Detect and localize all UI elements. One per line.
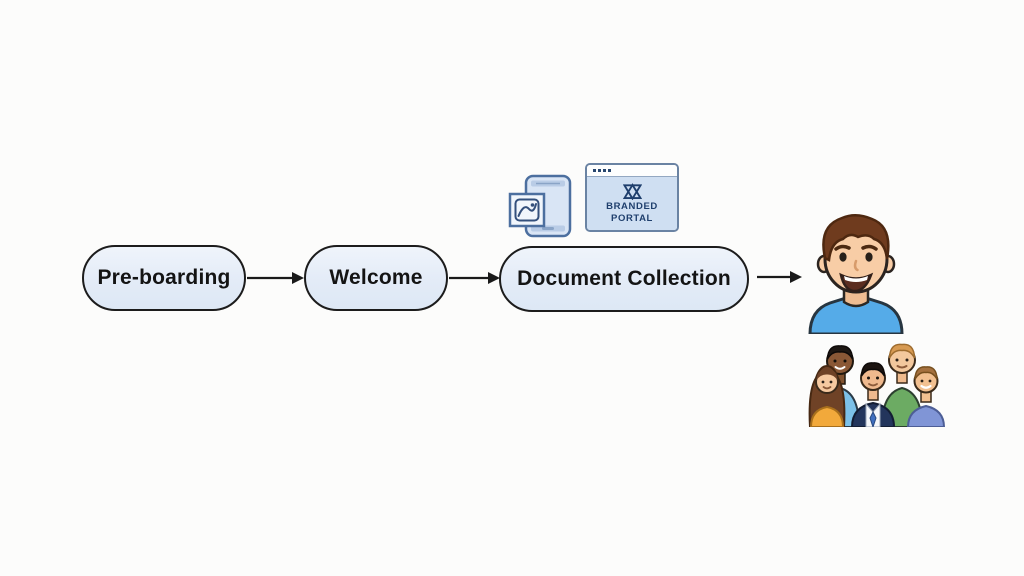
mobile-photo-capture-icon: [508, 174, 572, 238]
portal-label-line2: PORTAL: [611, 213, 653, 224]
flow-step-document-collection: Document Collection: [499, 246, 749, 312]
branded-portal-window-icon: BRANDED PORTAL: [585, 163, 679, 232]
portal-label-line1: BRANDED: [606, 200, 658, 212]
group-person-periwinkle-shirt: [906, 366, 946, 427]
flow-arrow-3: [757, 271, 802, 283]
flow-step-label: Pre-boarding: [97, 266, 231, 289]
company-logo-knot-icon: [622, 182, 642, 200]
new-hire-man-illustration: [808, 214, 904, 334]
man-hair: [822, 214, 890, 262]
team-group-illustration: [808, 343, 946, 427]
flow-arrow-2: [449, 272, 500, 284]
flow-step-label: Document Collection: [517, 267, 731, 290]
group-person-orange-top-woman: [808, 364, 846, 427]
browser-content: BRANDED PORTAL: [587, 177, 677, 230]
window-dot-icon: [603, 169, 606, 172]
browser-titlebar: [587, 165, 677, 177]
group-person-navy-suit: [850, 362, 896, 427]
flow-arrow-1: [247, 272, 304, 284]
flow-step-pre-boarding: Pre-boarding: [82, 245, 246, 311]
flow-step-welcome: Welcome: [304, 245, 448, 311]
flow-step-label: Welcome: [329, 266, 423, 289]
window-dot-icon: [608, 169, 611, 172]
window-dot-icon: [593, 169, 596, 172]
window-dot-icon: [598, 169, 601, 172]
